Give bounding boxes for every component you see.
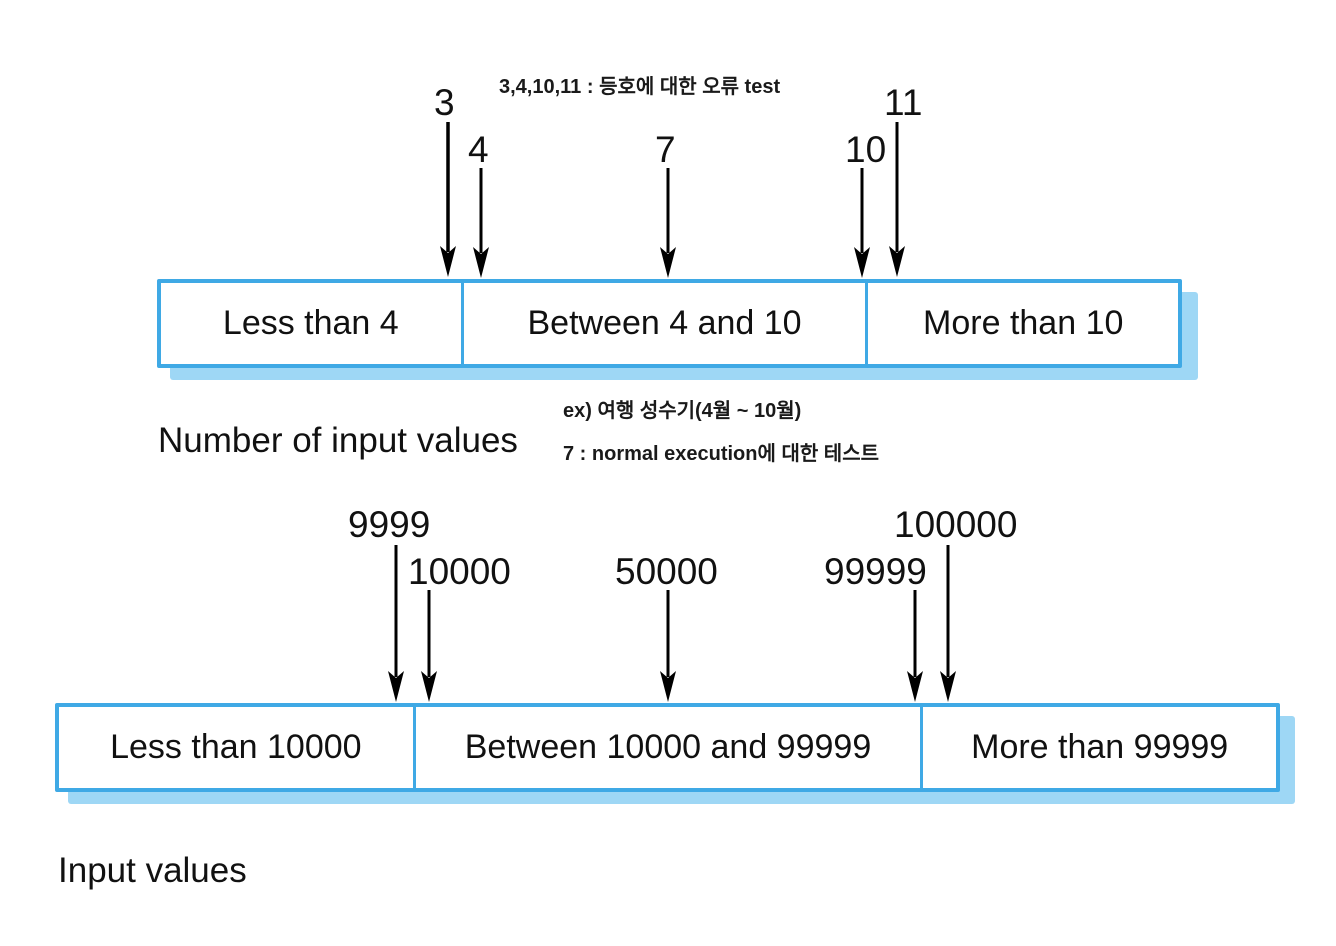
arrow-down-100000	[939, 545, 957, 702]
value-label-11: 11	[884, 82, 923, 123]
arrow-down-50000	[659, 590, 677, 702]
value-label-50000: 50000	[615, 551, 718, 592]
bottom-box-frame: Less than 10000 Between 10000 and 99999 …	[55, 703, 1280, 792]
annotation-example-peak-season: ex) 여행 성수기(4월 ~ 10월)	[563, 400, 802, 422]
arrow-down-10	[853, 168, 871, 278]
value-label-9999: 9999	[348, 504, 431, 545]
partition-cell-more-than-99999[interactable]: More than 99999	[923, 707, 1276, 788]
value-label-10000: 10000	[408, 551, 511, 592]
value-label-4: 4	[468, 129, 489, 170]
partition-cell-between-4-and-10[interactable]: Between 4 and 10	[463, 283, 869, 364]
arrow-down-7	[659, 168, 677, 278]
caption-input-values: Input values	[58, 851, 247, 890]
value-label-3: 3	[434, 82, 455, 123]
annotation-boundary-test: 3,4,10,11 : 등호에 대한 오류 test	[499, 76, 781, 98]
partition-cell-more-than-10[interactable]: More than 10	[868, 283, 1178, 364]
arrow-down-99999	[906, 590, 924, 702]
value-label-99999: 99999	[824, 551, 927, 592]
value-label-7: 7	[655, 129, 676, 170]
arrow-down-3	[439, 122, 457, 277]
value-label-100000: 100000	[894, 504, 1018, 545]
partition-cell-less-than-4[interactable]: Less than 4	[161, 283, 464, 364]
arrow-down-10000	[420, 590, 438, 702]
caption-number-of-input-values: Number of input values	[158, 421, 518, 460]
arrow-down-9999	[387, 545, 405, 702]
partition-cell-less-than-10000[interactable]: Less than 10000	[59, 707, 416, 788]
value-label-10: 10	[845, 129, 887, 170]
arrow-down-4	[472, 168, 490, 278]
top-box-frame: Less than 4 Between 4 and 10 More than 1…	[157, 279, 1182, 368]
annotation-normal-execution: 7 : normal execution에 대한 테스트	[563, 443, 880, 465]
partition-cell-between-10000-and-99999[interactable]: Between 10000 and 99999	[415, 707, 924, 788]
arrow-down-11	[888, 122, 906, 277]
